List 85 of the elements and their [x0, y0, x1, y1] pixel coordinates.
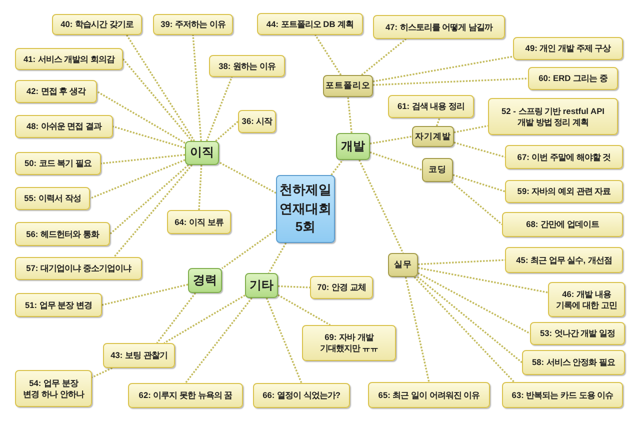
connector-line [100, 154, 186, 164]
topic-box: 38: 원하는 이유 [209, 55, 285, 77]
connector-line [96, 90, 186, 144]
subtopic-box: 코딩 [422, 158, 453, 182]
connector-line [164, 294, 246, 344]
subtopic-box: 실무 [388, 253, 418, 277]
connector-line [347, 96, 352, 134]
topic-box: 61: 검색 내용 정리 [388, 95, 474, 118]
connector-line [330, 159, 344, 176]
connector-line [218, 161, 276, 194]
topic-box: 62: 이루지 못한 뉴욕의 꿈 [128, 383, 243, 408]
connector-line [372, 56, 514, 82]
branch-box: 개발 [336, 133, 370, 160]
connector-line [436, 118, 440, 126]
connector-line [361, 38, 407, 76]
connector-line [266, 298, 302, 384]
topic-box: 58: 서비스 안정화 필요 [522, 350, 625, 375]
connector-line [314, 34, 342, 76]
connector-line [414, 276, 515, 383]
topic-box: 43: 보팅 관찰기 [103, 343, 175, 368]
connector-line [418, 259, 506, 266]
connector-line [418, 272, 530, 334]
connector-line [156, 292, 196, 344]
connector-line [112, 126, 186, 149]
connector-line [404, 276, 430, 382]
connector-line [184, 297, 252, 384]
connector-line [452, 174, 506, 192]
connector-line [417, 276, 523, 364]
topic-box: 47: 히스토리를 어떻게 남길까 [373, 15, 505, 39]
topic-box: 51: 업무 분장 변경 [15, 293, 102, 317]
connector-line [278, 294, 331, 326]
connector-line [92, 367, 113, 378]
connector-line [418, 266, 548, 294]
topic-box: 63: 반복되는 카드 도용 이슈 [502, 382, 623, 408]
connector-line [222, 229, 276, 270]
topic-box: 68: 간만에 업데이트 [502, 212, 623, 237]
topic-box: 46: 개발 내용 기록에 대한 고민 [548, 282, 625, 317]
topic-box: 48: 아쉬운 면접 결과 [15, 115, 113, 138]
connector-line [206, 76, 233, 142]
topic-box: 44: 포트폴리오 DB 계획 [257, 13, 363, 35]
topic-box: 54: 업무 분장 변경 하나 안하나 [15, 370, 92, 407]
connector-line [215, 120, 239, 142]
connector-line [192, 34, 202, 142]
central-topic-box: 천하제일 연재대회 5회 [276, 175, 335, 243]
connector-line [126, 34, 196, 142]
connector-line [122, 58, 193, 142]
connector-line [198, 164, 202, 210]
topic-box: 53: 엇나간 개발 일정 [530, 322, 625, 345]
topic-box: 66: 열정이 식었는가? [253, 383, 350, 408]
topic-box: 52 - 스프링 기반 restful API 개발 방법 정리 계획 [488, 98, 618, 135]
connector-line [454, 124, 488, 134]
connector-line [358, 160, 404, 254]
topic-box: 49: 개인 개발 주제 구상 [513, 37, 623, 60]
connector-line [268, 242, 287, 274]
topic-box: 60: ERD 그리는 중 [528, 67, 618, 90]
topic-box: 36: 시작 [238, 110, 276, 133]
topic-box: 64: 이직 보류 [167, 210, 231, 234]
topic-box: 39: 주저하는 이유 [153, 14, 233, 35]
topic-box: 45: 최근 업무 실수, 개선점 [505, 247, 623, 273]
connector-line [372, 78, 528, 86]
topic-box: 70: 안경 교체 [310, 276, 373, 299]
topic-box: 42: 면접 후 생각 [15, 80, 97, 103]
topic-box: 41: 서비스 개발의 회의감 [15, 48, 123, 70]
connector-line [102, 284, 188, 306]
branch-box: 이직 [185, 141, 219, 165]
topic-box: 69: 자바 개발 기대했지만 ㅠㅠ [302, 325, 396, 361]
connector-line [278, 285, 310, 288]
topic-box: 50: 코드 복기 필요 [15, 152, 101, 175]
branch-box: 기타 [245, 273, 278, 298]
topic-box: 56: 헤드헌터와 통화 [15, 222, 110, 246]
connector-line [451, 181, 503, 226]
subtopic-box: 포트폴리오 [323, 75, 373, 97]
connector-line [109, 164, 189, 235]
topic-box: 55: 이력서 작성 [15, 187, 90, 210]
topic-box: 67: 이번 주말에 해야할 것 [505, 145, 623, 169]
connector-line [90, 159, 186, 200]
connector-line [370, 136, 412, 144]
subtopic-box: 자기계발 [412, 126, 454, 147]
connector-line [454, 142, 506, 158]
topic-box: 57: 대기업이냐 중소기업이냐 [15, 257, 142, 280]
topic-box: 59: 자바의 예외 관련 자료 [505, 180, 623, 203]
topic-box: 65: 최근 일이 어려워진 이유 [368, 382, 490, 408]
connector-line [370, 152, 422, 171]
topic-box: 40: 학습시간 갖기로 [52, 14, 142, 35]
branch-box: 경력 [188, 268, 222, 293]
